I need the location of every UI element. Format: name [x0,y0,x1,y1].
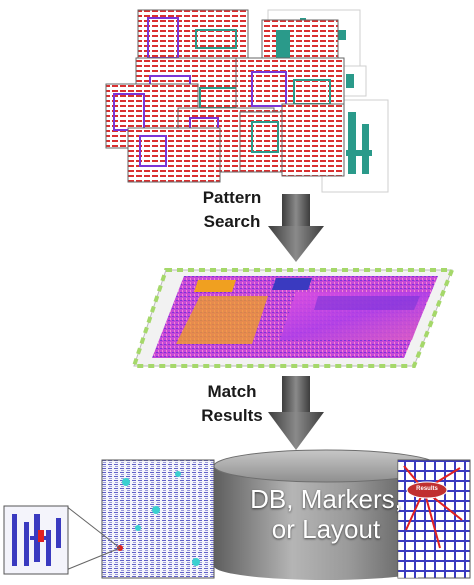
database-label: DB, Markers, or Layout [244,484,408,544]
markers-layout-panel [101,459,215,579]
pattern-search-line2: Search [203,212,261,231]
zoom-inset [3,505,121,575]
pattern-search-label: Pattern Search [170,186,294,234]
arrow-pattern-search [268,194,324,262]
match-results-line2: Results [201,406,263,425]
database-label-line1: DB, Markers, [250,484,402,514]
results-bubble-label: Results [416,486,438,492]
pattern-clips-collage [105,9,389,193]
pattern-search-line1: Pattern [202,188,262,207]
arrow-match-results [268,376,324,450]
match-results-label: Match Results [170,380,294,428]
chip-layout [131,268,455,368]
pattern-clip-red-9 [281,103,345,177]
match-results-line1: Match [207,382,257,401]
database-label-line2: or Layout [271,514,381,544]
results-layout-panel [397,459,471,579]
pattern-clip-red-8 [127,127,221,183]
